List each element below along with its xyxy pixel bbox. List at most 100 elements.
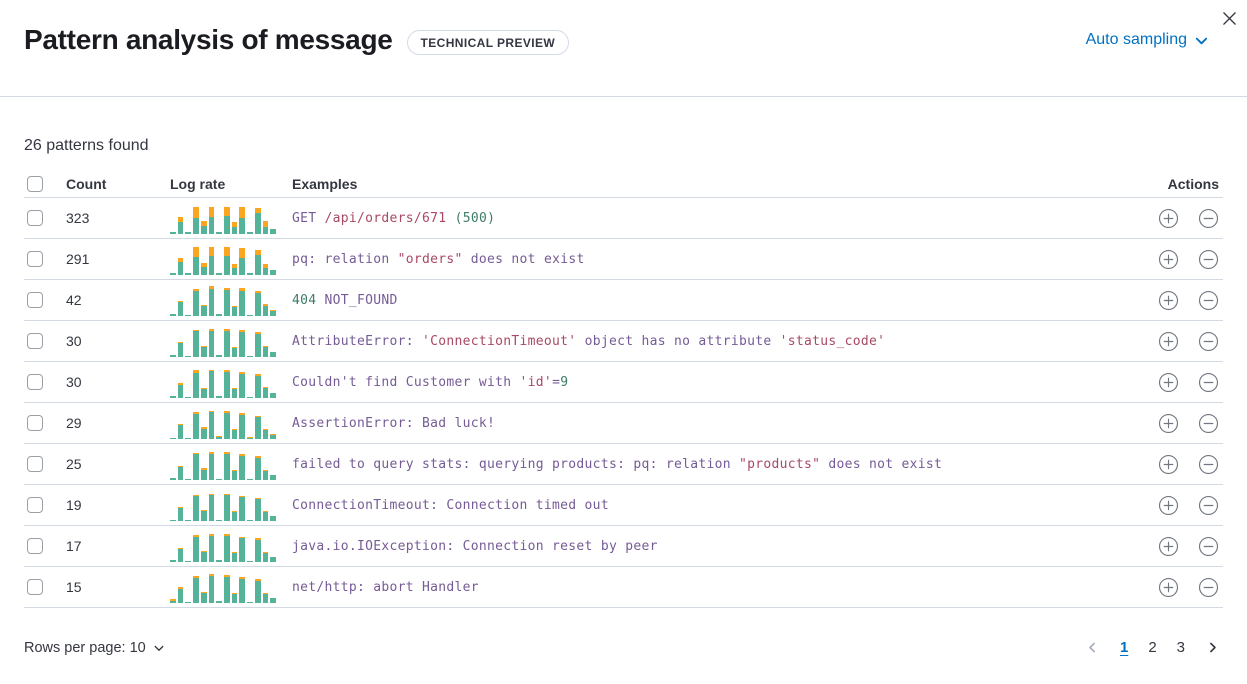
count-value: 30: [66, 333, 82, 349]
example-text: failed to query stats: querying products…: [292, 456, 943, 472]
filter-out-button[interactable]: [1198, 536, 1219, 557]
filter-in-button[interactable]: [1158, 372, 1179, 393]
minus-circle-icon: [1198, 331, 1219, 352]
row-checkbox[interactable]: [27, 496, 43, 513]
plus-circle-icon: [1158, 208, 1179, 229]
filter-in-button[interactable]: [1158, 290, 1179, 311]
row-checkbox[interactable]: [27, 291, 43, 308]
log-rate-sparkline: [170, 572, 277, 603]
log-rate-sparkline: [170, 285, 277, 316]
row-checkbox[interactable]: [27, 455, 43, 472]
log-rate-sparkline: [170, 203, 277, 234]
filter-out-button[interactable]: [1198, 372, 1219, 393]
log-rate-sparkline: [170, 244, 277, 275]
page-button-2[interactable]: 2: [1141, 636, 1163, 659]
example-text: AssertionError: Bad luck!: [292, 415, 496, 431]
row-checkbox[interactable]: [27, 332, 43, 349]
filter-out-button[interactable]: [1198, 249, 1219, 270]
filter-in-button[interactable]: [1158, 331, 1179, 352]
filter-in-button[interactable]: [1158, 577, 1179, 598]
log-rate-sparkline: [170, 531, 277, 562]
plus-circle-icon: [1158, 577, 1179, 598]
row-checkbox[interactable]: [27, 537, 43, 554]
row-checkbox[interactable]: [27, 209, 43, 226]
example-text: ConnectionTimeout: Connection timed out: [292, 497, 609, 513]
minus-circle-icon: [1198, 290, 1219, 311]
column-header-log-rate: Log rate: [170, 175, 226, 192]
table-row: 29 AssertionError: Bad luck!: [24, 403, 1223, 444]
filter-out-button[interactable]: [1198, 331, 1219, 352]
rows-per-page-selector[interactable]: Rows per page: 10: [24, 640, 165, 656]
table-header-row: Count Log rate Examples Actions: [24, 170, 1223, 198]
log-rate-sparkline: [170, 326, 277, 357]
filter-out-button[interactable]: [1198, 413, 1219, 434]
minus-circle-icon: [1198, 413, 1219, 434]
count-value: 291: [66, 251, 90, 267]
row-checkbox[interactable]: [27, 373, 43, 390]
row-checkbox[interactable]: [27, 578, 43, 595]
table-row: 30 AttributeError: 'ConnectionTimeout' ob…: [24, 321, 1223, 362]
sampling-dropdown[interactable]: Auto sampling: [1086, 31, 1209, 49]
plus-circle-icon: [1158, 454, 1179, 475]
example-text: AttributeError: 'ConnectionTimeout' obje…: [292, 333, 886, 349]
table-row: 25 failed to query stats: querying produc…: [24, 444, 1223, 485]
filter-in-button[interactable]: [1158, 495, 1179, 516]
count-value: 17: [66, 538, 82, 554]
rows-per-page-label: Rows per page: 10: [24, 639, 146, 656]
count-value: 30: [66, 374, 82, 390]
filter-out-button[interactable]: [1198, 454, 1219, 475]
example-text: Couldn't find Customer with 'id'=9: [292, 374, 569, 390]
row-checkbox[interactable]: [27, 250, 43, 267]
plus-circle-icon: [1158, 290, 1179, 311]
filter-in-button[interactable]: [1158, 454, 1179, 475]
filter-in-button[interactable]: [1158, 249, 1179, 270]
filter-out-button[interactable]: [1198, 290, 1219, 311]
column-header-count: Count: [66, 175, 107, 192]
chevron-down-icon: [153, 642, 165, 654]
table-row: 291 pq: relation "orders" does not exist: [24, 239, 1223, 280]
sampling-dropdown-label: Auto sampling: [1085, 31, 1187, 48]
filter-out-button[interactable]: [1198, 577, 1219, 598]
example-text: pq: relation "orders" does not exist: [292, 251, 585, 267]
filter-out-button[interactable]: [1198, 495, 1219, 516]
filter-in-button[interactable]: [1158, 536, 1179, 557]
minus-circle-icon: [1198, 249, 1219, 270]
plus-circle-icon: [1158, 372, 1179, 393]
column-header-examples: Examples: [292, 175, 358, 192]
count-value: 25: [66, 456, 82, 472]
close-button[interactable]: [1215, 4, 1243, 32]
filter-in-button[interactable]: [1158, 208, 1179, 229]
count-value: 29: [66, 415, 82, 431]
page-title: Pattern analysis of message: [24, 24, 393, 55]
page-button-1[interactable]: 1: [1113, 636, 1135, 659]
log-rate-sparkline: [170, 408, 277, 439]
example-text: net/http: abort Handler: [292, 579, 479, 595]
count-value: 42: [66, 292, 82, 308]
chevron-right-icon: [1206, 641, 1219, 654]
page-button-3[interactable]: 3: [1170, 636, 1192, 659]
select-all-checkbox[interactable]: [27, 176, 43, 193]
plus-circle-icon: [1158, 495, 1179, 516]
next-page-button[interactable]: [1202, 639, 1223, 656]
minus-circle-icon: [1198, 536, 1219, 557]
technical-preview-badge: TECHNICAL PREVIEW: [406, 29, 570, 55]
filter-in-button[interactable]: [1158, 413, 1179, 434]
minus-circle-icon: [1198, 495, 1219, 516]
filter-out-button[interactable]: [1198, 208, 1219, 229]
plus-circle-icon: [1158, 249, 1179, 270]
table-row: 17 java.io.IOException: Connection reset …: [24, 526, 1223, 567]
previous-page-button[interactable]: [1082, 639, 1103, 656]
row-checkbox[interactable]: [27, 414, 43, 431]
example-text: java.io.IOException: Connection reset by…: [292, 538, 658, 554]
log-rate-sparkline: [170, 490, 277, 521]
minus-circle-icon: [1198, 208, 1219, 229]
log-rate-sparkline: [170, 367, 277, 398]
example-text: GET /api/orders/671 (500): [292, 210, 496, 226]
plus-circle-icon: [1158, 413, 1179, 434]
